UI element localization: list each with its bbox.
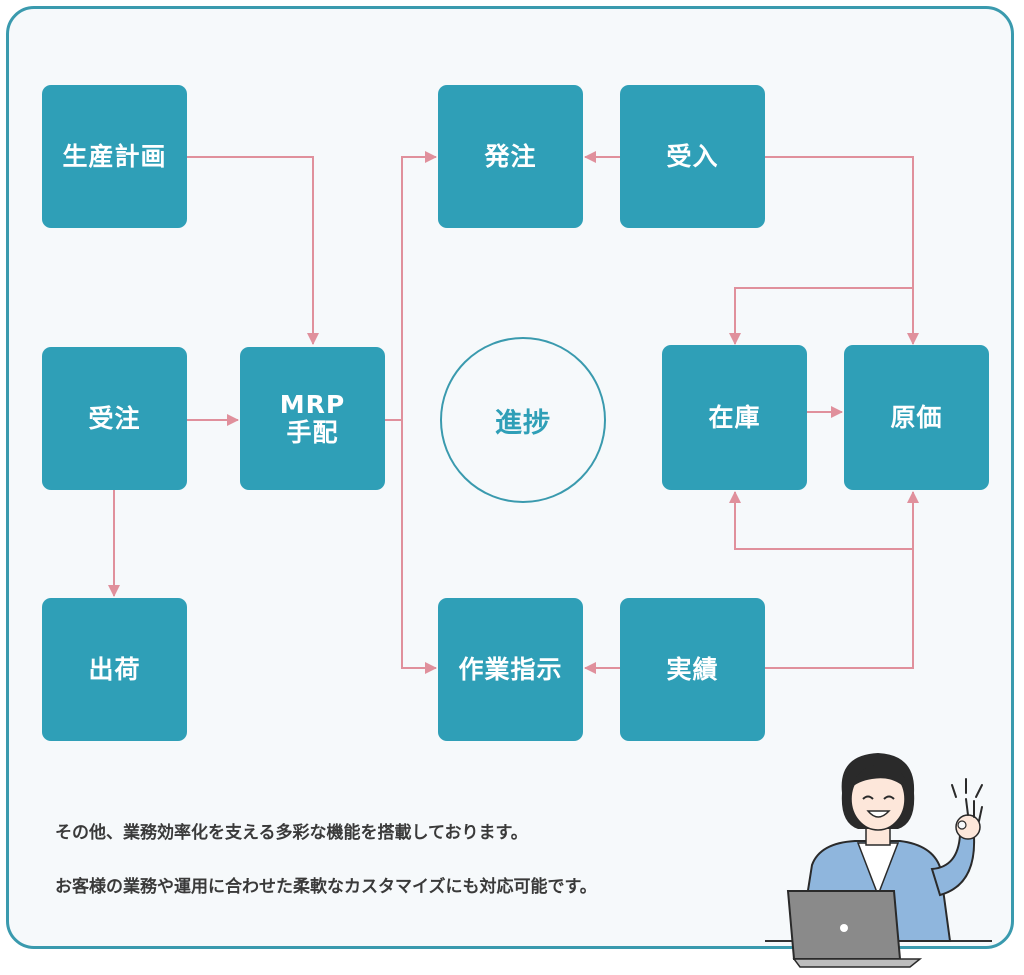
node-label: 受入: [666, 141, 719, 171]
node-jisseki: 実績: [620, 598, 765, 741]
arrow-jisseki-to-zaiko: [729, 491, 913, 550]
node-seisan-keikaku: 生産計画: [42, 85, 187, 228]
caption-line-2: お客様の業務や運用に合わせた柔軟なカスタマイズにも対応可能です。: [55, 877, 597, 897]
arrow-mrp-to-hatchu: [385, 151, 437, 421]
node-label: 発注: [484, 141, 537, 171]
node-ukeire: 受入: [620, 85, 765, 228]
node-label: 出荷: [88, 654, 141, 684]
node-zaiko: 在庫: [662, 345, 807, 490]
node-label: 在庫: [708, 402, 761, 432]
arrow-seisan-to-mrp: [187, 156, 319, 345]
node-label: 実績: [666, 654, 719, 684]
node-genka: 原価: [844, 345, 989, 490]
node-hatchu: 発注: [438, 85, 583, 228]
node-label: 受注: [88, 403, 141, 433]
node-juchu: 受注: [42, 347, 187, 490]
node-label: 作業指示: [458, 654, 563, 684]
node-sagyo-shiji: 作業指示: [438, 598, 583, 741]
node-label-line2: 手配: [286, 417, 339, 447]
person-with-laptop-illustration: [765, 753, 992, 968]
node-label: 生産計画: [62, 141, 167, 171]
node-shukka: 出荷: [42, 598, 187, 741]
arrow-ukeire-to-zaiko: [729, 287, 913, 345]
node-label: 原価: [890, 402, 943, 432]
node-label: 進捗: [495, 407, 551, 439]
arrow-ukeire-to-genka: [765, 156, 919, 345]
node-label-line1: MRP: [279, 389, 346, 419]
arrow-mrp-to-sagyo: [401, 420, 437, 674]
node-shinchoku: 進捗: [440, 337, 606, 503]
caption-line-1: その他、業務効率化を支える多彩な機能を搭載しております。: [55, 823, 528, 843]
node-mrp: MRP 手配: [240, 347, 385, 490]
arrow-jisseki-to-genka: [765, 491, 919, 669]
